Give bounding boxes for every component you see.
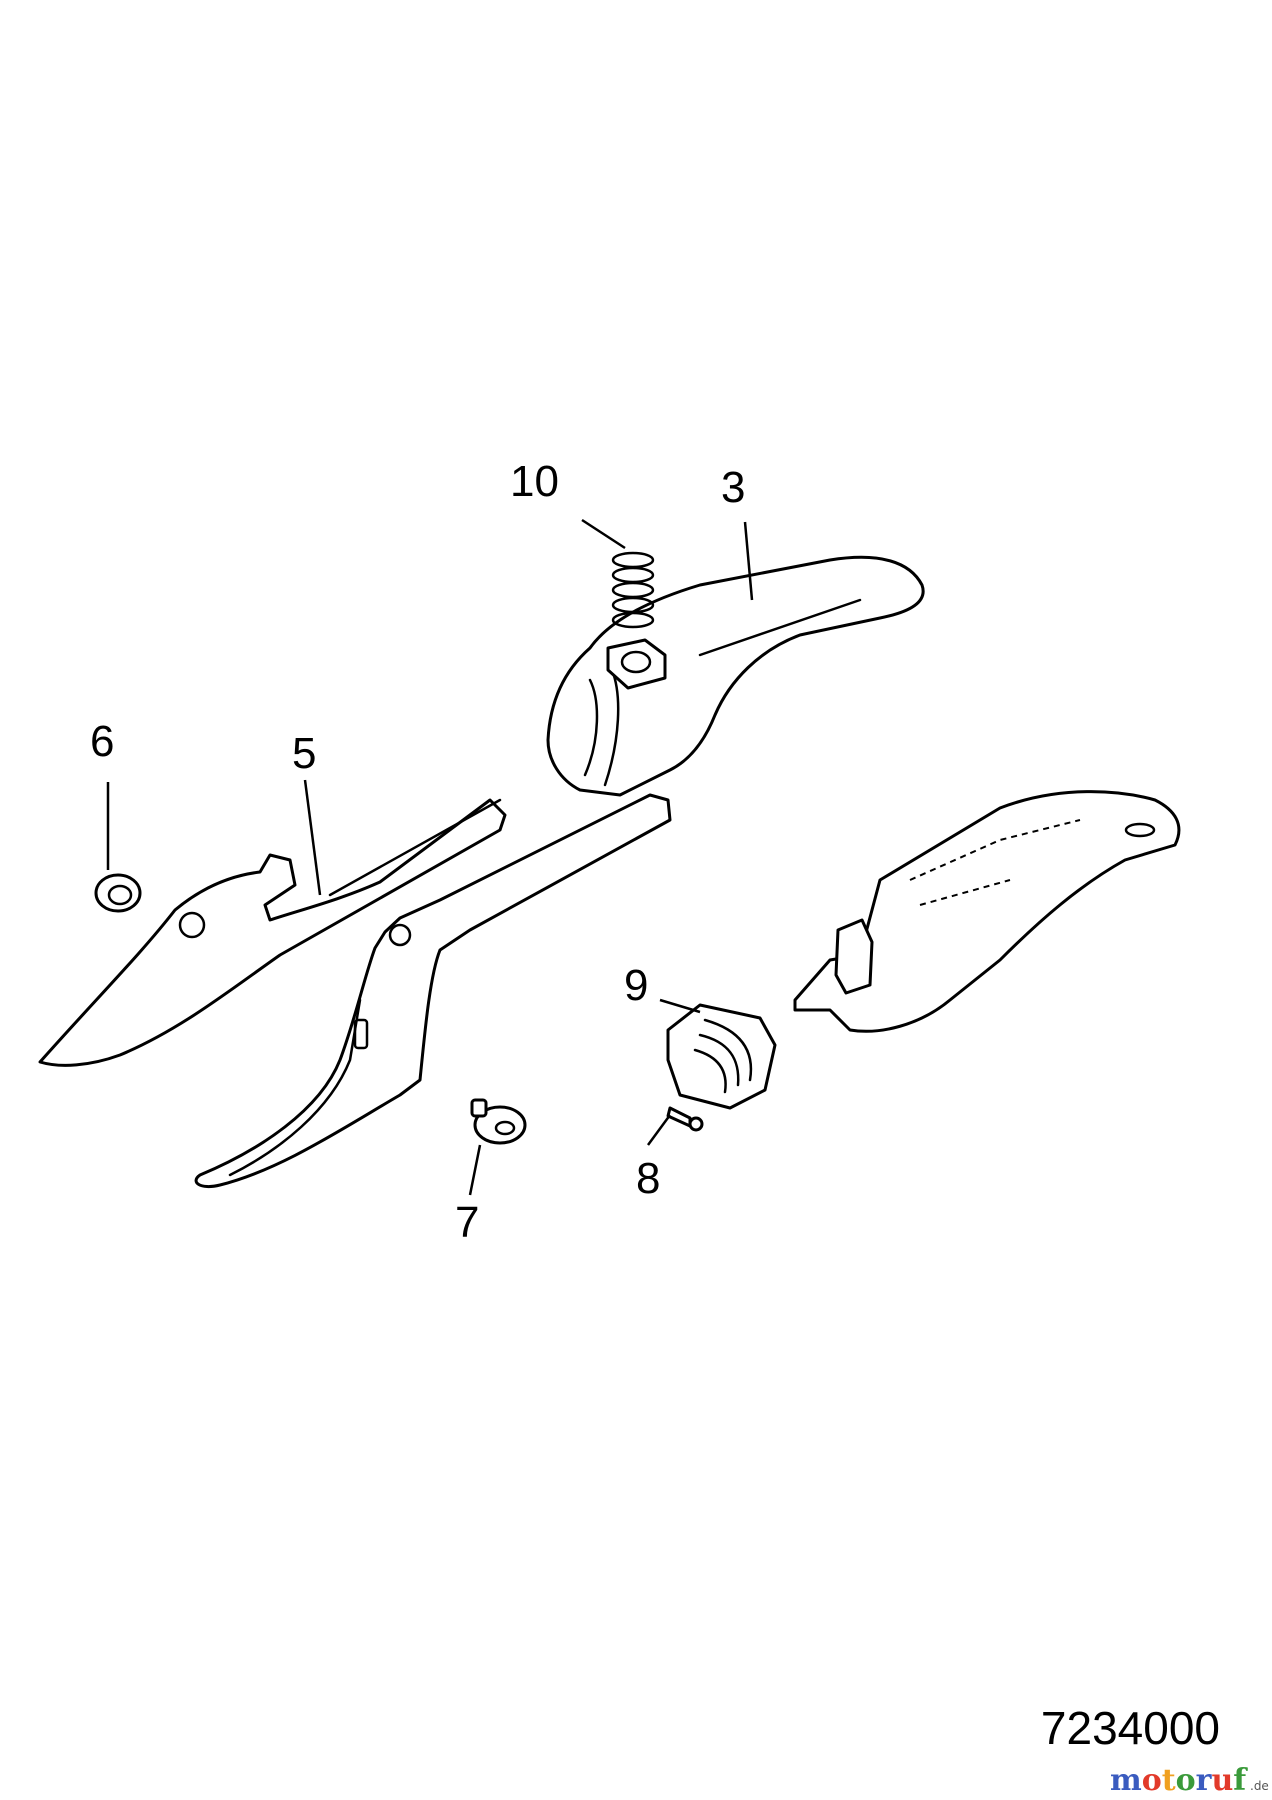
- callout-8: 8: [636, 1154, 660, 1203]
- lower-handle-part: [793, 790, 1181, 1033]
- watermark-letter-u: u: [1211, 1763, 1233, 1798]
- callout-3: 3: [721, 463, 745, 512]
- spring-part: [611, 551, 655, 629]
- pin-part: [666, 1106, 704, 1132]
- diagram-number: 7234000: [1041, 1702, 1220, 1754]
- leader-lines: [106, 518, 754, 1196]
- watermark-letter-o: o: [1142, 1763, 1162, 1798]
- leader-3: [743, 521, 754, 601]
- nut-part: [94, 873, 142, 913]
- upper-blade-part: [38, 798, 507, 1067]
- callout-9: 9: [624, 961, 648, 1010]
- callout-5: 5: [292, 729, 316, 778]
- leader-9: [659, 998, 701, 1014]
- watermark-letter-r: r: [1196, 1763, 1213, 1798]
- callout-6: 6: [90, 717, 114, 766]
- leader-7: [468, 1144, 482, 1196]
- leader-10: [581, 518, 626, 550]
- watermark-suffix: .de: [1250, 1779, 1269, 1793]
- cover-part: [666, 1003, 777, 1110]
- watermark-letter-m: m: [1110, 1763, 1142, 1798]
- svg-text:motoruf: motoruf: [1110, 1763, 1248, 1798]
- callout-10: 10: [510, 457, 559, 506]
- watermark-letter-o2: o: [1176, 1763, 1196, 1798]
- lower-blade-part: [194, 793, 672, 1189]
- watermark-letter-f: f: [1233, 1763, 1248, 1798]
- callout-7: 7: [455, 1198, 479, 1247]
- pivot-bolt-part: [470, 1098, 527, 1145]
- upper-handle-part: [546, 555, 925, 797]
- leader-5: [303, 779, 322, 896]
- leader-8: [646, 1114, 672, 1146]
- motoruf-watermark: motoruf .de: [1110, 1763, 1269, 1798]
- watermark-letter-t: t: [1162, 1763, 1176, 1798]
